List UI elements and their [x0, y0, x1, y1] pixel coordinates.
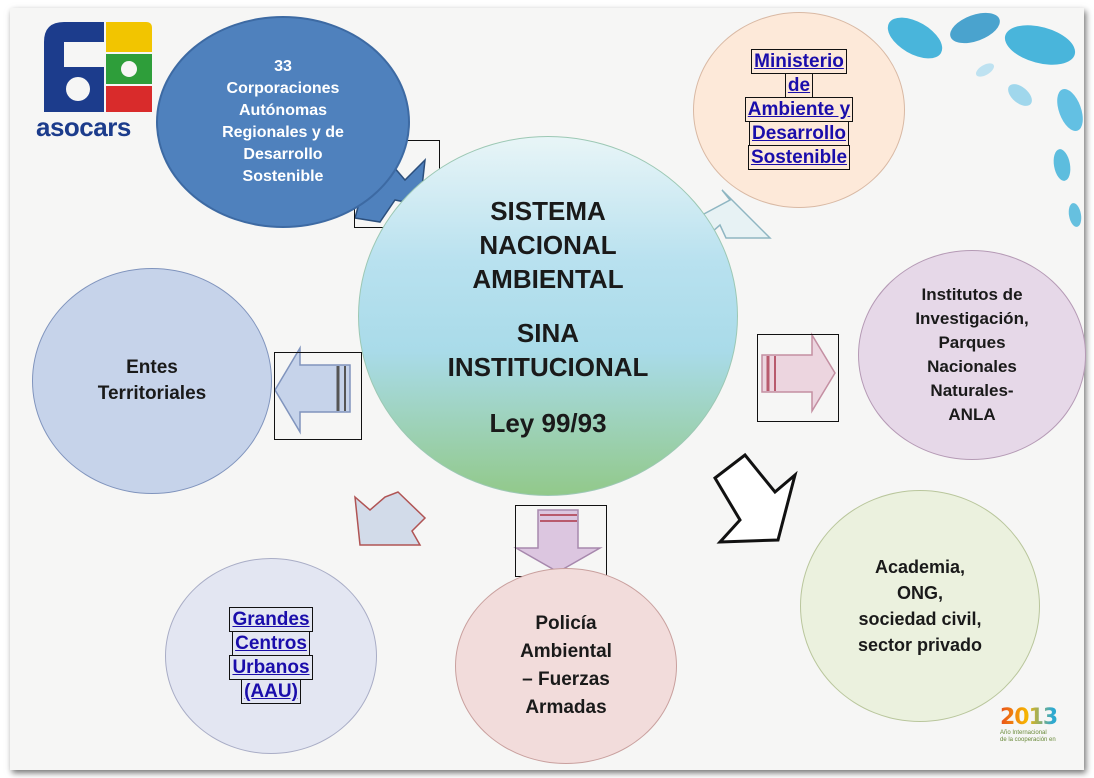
central-law: Ley 99/93	[489, 407, 607, 438]
grandes-link[interactable]: Centros	[232, 631, 310, 656]
node-car-line: Corporaciones	[226, 80, 340, 97]
node-grandes: Grandes Centros Urbanos (AAU)	[165, 558, 377, 754]
node-policia-line: Policía	[535, 613, 597, 634]
node-policia: Policía Ambiental – Fuerzas Armadas	[455, 568, 677, 764]
year-badge-caption: Año Internacional de la cooperación en	[1000, 730, 1080, 744]
node-entes: Entes Territoriales	[32, 268, 272, 494]
node-car-line: Desarrollo	[243, 146, 323, 163]
node-entes-line: Territoriales	[97, 383, 207, 404]
central-subtitle-line: INSTITUCIONAL	[447, 351, 649, 382]
leaf-shape	[1068, 203, 1082, 227]
node-institutos-line: Investigación,	[915, 309, 1029, 328]
arrow-frame-institutos	[757, 334, 839, 422]
central-subtitle: SINA INSTITUCIONAL	[448, 316, 649, 384]
node-institutos-line: ANLA	[948, 405, 996, 424]
node-institutos-line: Naturales-	[930, 381, 1014, 400]
node-policia-line: – Fuerzas	[522, 669, 610, 690]
leaf-shape	[950, 12, 1000, 44]
arrow-to-academia	[713, 452, 798, 544]
node-policia-line: Armadas	[525, 697, 607, 718]
leaf-shape	[1053, 149, 1071, 181]
node-institutos: Institutos de Investigación, Parques Nac…	[858, 250, 1086, 460]
node-institutos-line: Institutos de	[921, 285, 1023, 304]
node-policia-line: Ambiental	[520, 641, 612, 662]
year-badge-caption-line: Año Internacional	[1000, 730, 1047, 736]
leaf-shape	[1008, 84, 1032, 106]
ministerio-link[interactable]: Ambiente y	[744, 97, 854, 122]
node-ministerio: Ministerio de Ambiente y Desarrollo Sost…	[693, 12, 905, 208]
node-academia: Academia, ONG, sociedad civil, sector pr…	[800, 490, 1040, 722]
arrow-frame-entes	[274, 352, 362, 440]
node-academia-line: Academia,	[874, 557, 966, 577]
ministerio-link[interactable]: de	[784, 73, 814, 98]
node-academia-line: ONG,	[896, 583, 943, 603]
node-academia-line: sociedad civil,	[858, 609, 982, 629]
logo: asocars	[34, 22, 154, 142]
node-car-line: Regionales y de	[222, 124, 344, 141]
logo-text: asocars	[36, 112, 131, 142]
node-entes-line: Entes	[126, 357, 178, 378]
leaf-shape	[1004, 25, 1076, 65]
grandes-link[interactable]: Urbanos	[229, 655, 313, 680]
node-car-line: 33	[274, 58, 292, 75]
node-institutos-line: Parques	[938, 333, 1006, 352]
node-institutos-line: Nacionales	[927, 357, 1017, 376]
year-badge-number: 2013	[1000, 705, 1080, 730]
grandes-link[interactable]: Grandes	[229, 607, 313, 632]
arrow-frame-policia	[515, 505, 607, 577]
ministerio-link[interactable]: Sostenible	[747, 145, 851, 170]
year-badge: 2013 Año Internacional de la cooperación…	[1000, 705, 1080, 760]
ministerio-link[interactable]: Ministerio	[751, 49, 847, 74]
grandes-links: Grandes Centros Urbanos (AAU)	[229, 607, 313, 704]
arrow-to-policia	[513, 509, 603, 573]
ministerio-link[interactable]: Desarrollo	[749, 121, 849, 146]
central-subtitle-line: SINA	[516, 317, 580, 348]
ministerio-links: Ministerio de Ambiente y Desarrollo Sost…	[744, 49, 854, 170]
arrow-to-grandes	[354, 491, 427, 546]
node-car: 33 Corporaciones Autónomas Regionales y …	[156, 16, 410, 228]
node-car-line: Autónomas	[239, 102, 327, 119]
leaf-shape	[1057, 88, 1083, 132]
node-car-line: Sostenible	[242, 168, 324, 185]
grandes-link[interactable]: (AAU)	[241, 679, 301, 704]
arrow-to-entes	[274, 345, 351, 435]
leaf-shape	[887, 17, 943, 59]
central-title: SISTEMA NACIONAL AMBIENTAL	[472, 194, 623, 296]
central-node: SISTEMA NACIONAL AMBIENTAL SINA INSTITUC…	[358, 136, 738, 496]
central-title-line: AMBIENTAL	[472, 263, 624, 294]
central-title-line: SISTEMA	[490, 195, 606, 226]
central-title-line: NACIONAL	[479, 229, 617, 260]
arrow-to-institutos	[761, 332, 836, 414]
leaf-shape	[975, 63, 995, 77]
node-academia-line: sector privado	[857, 635, 983, 655]
logo-mark	[44, 22, 152, 112]
year-badge-caption-line: de la cooperación en	[1000, 737, 1056, 743]
